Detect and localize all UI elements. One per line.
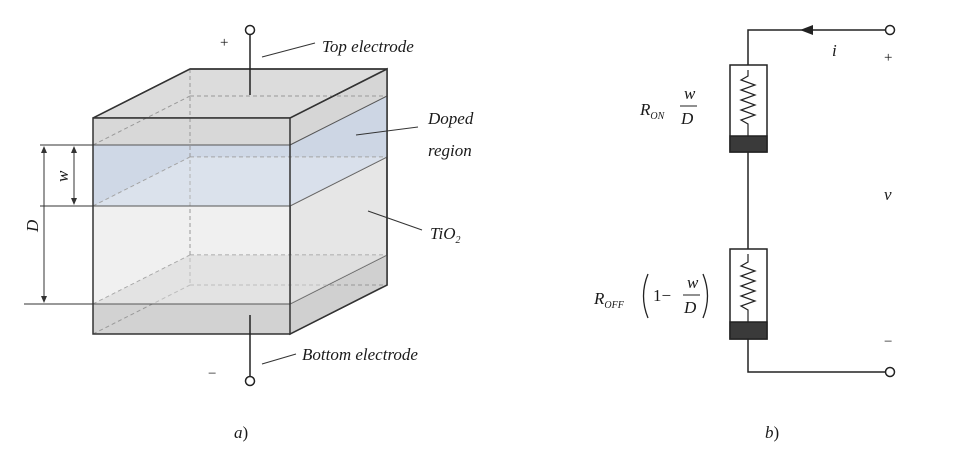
circuit-bottom-terminal — [884, 366, 896, 378]
top-wire — [747, 29, 887, 65]
bottom-minus-sign: − — [208, 366, 216, 382]
bottom-electrode-label: Bottom electrode — [302, 345, 418, 364]
dim-w-label: w — [53, 170, 72, 182]
caption-b: b) — [765, 423, 779, 442]
tio2-label: TiO2 — [430, 224, 461, 246]
ron-label: RON w D — [639, 84, 697, 128]
top-terminal: + Top electrode — [220, 24, 414, 95]
bottom-terminal-node — [244, 375, 256, 387]
dimension-w — [40, 144, 93, 207]
bottom-terminal: − Bottom electrode — [208, 315, 418, 387]
front-bottom-electrode — [93, 304, 290, 334]
tio2-annotation: TiO2 — [367, 210, 461, 246]
bottom-electrode-leader — [261, 353, 297, 365]
roff-one-minus: 1− — [653, 286, 671, 305]
roff-frac-num: w — [687, 273, 699, 292]
roff-right-paren — [702, 273, 709, 319]
roff-band — [729, 321, 768, 340]
resistor-ron — [729, 64, 768, 153]
top-terminal-node — [244, 24, 256, 36]
current-label: i — [832, 41, 837, 60]
side-bottom-electrode — [290, 255, 387, 334]
memristor-cube — [92, 67, 388, 336]
doped-plane — [93, 157, 387, 206]
top-electrode-label: Top electrode — [322, 37, 414, 56]
top-electrode-leader — [261, 42, 316, 58]
dimension-D — [24, 146, 93, 305]
roff-left-paren — [642, 273, 649, 319]
roff-frac-den: D — [683, 298, 697, 317]
side-top-electrode — [290, 69, 387, 145]
doped-region-annotation: Doped region — [355, 109, 474, 160]
ron-band — [729, 135, 768, 153]
dim-D-label: D — [23, 219, 42, 233]
ron-frac-den: D — [680, 109, 694, 128]
ron-zigzag — [739, 70, 757, 136]
region-label: region — [428, 141, 472, 160]
roff-zigzag — [739, 254, 757, 322]
front-top-electrode — [93, 118, 290, 145]
ron-symbol: RON — [639, 100, 666, 122]
cube-front-outline — [92, 117, 291, 335]
roff-label: ROFF 1− w D — [593, 273, 709, 319]
circuit-top-terminal — [884, 24, 896, 36]
bottom-plane — [93, 255, 387, 304]
side-doped-region — [290, 96, 387, 206]
top-plus-sign: + — [220, 35, 228, 51]
roff-symbol: ROFF — [593, 289, 625, 311]
bottom-wire — [747, 339, 887, 373]
caption-a: a) — [234, 423, 248, 442]
front-doped-region — [93, 145, 290, 206]
circuit — [747, 29, 887, 373]
current-arrow-icon — [800, 25, 813, 35]
circuit-plus-sign: + — [884, 50, 892, 66]
ron-frac-num: w — [684, 84, 696, 103]
circuit-minus-sign: − — [884, 334, 892, 350]
doped-label: Doped — [427, 109, 474, 128]
resistor-roff — [729, 248, 768, 340]
voltage-label: v — [884, 185, 892, 204]
